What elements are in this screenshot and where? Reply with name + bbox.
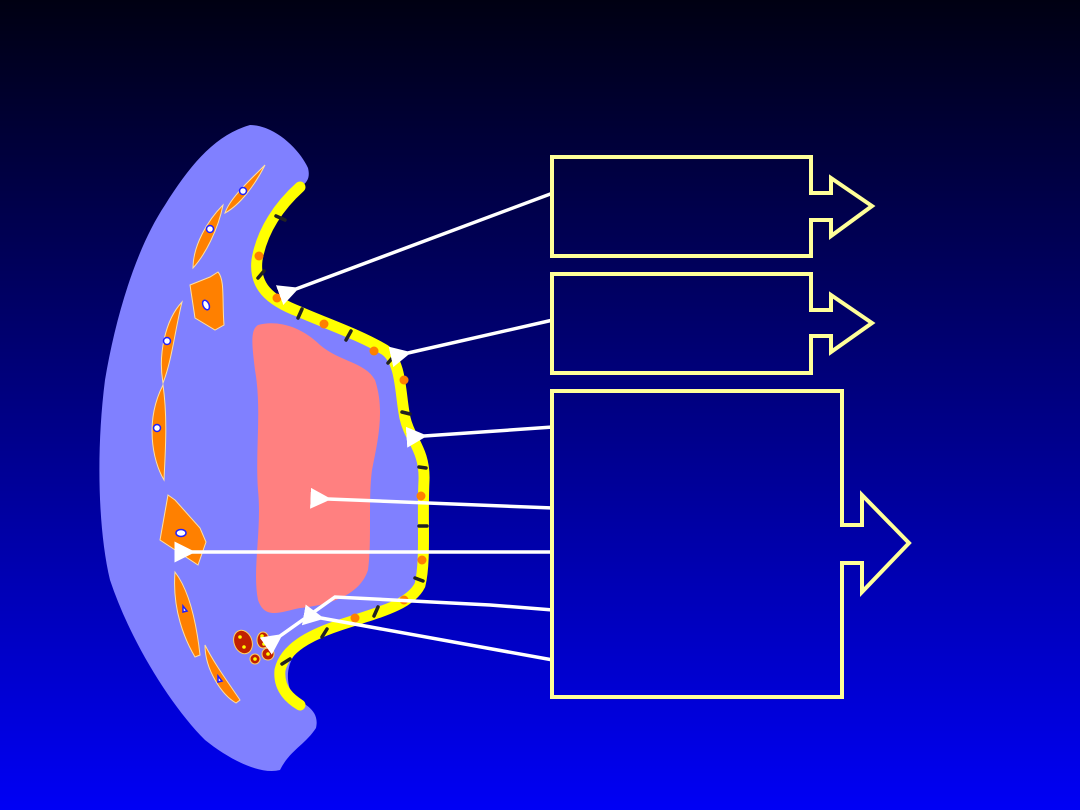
cell: [151, 383, 167, 482]
label-box-3: [550, 389, 912, 699]
cell: [204, 644, 241, 704]
pointer-arrow: [275, 191, 554, 305]
cell-nuclei: [152, 186, 248, 683]
membrane-junctions: [256, 214, 429, 666]
pointer-arrow: [405, 425, 554, 448]
cell: [160, 300, 183, 385]
label-box-2: [550, 272, 876, 375]
pointer-arrows: [174, 191, 554, 662]
pointer-arrow: [388, 318, 554, 368]
cell: [174, 570, 201, 658]
pointer-arrow: [301, 604, 554, 662]
pointer-arrow: [310, 487, 554, 510]
core-region: [252, 323, 381, 613]
label-box-1: [550, 155, 876, 258]
cell: [192, 203, 224, 270]
membrane: [251, 181, 430, 711]
